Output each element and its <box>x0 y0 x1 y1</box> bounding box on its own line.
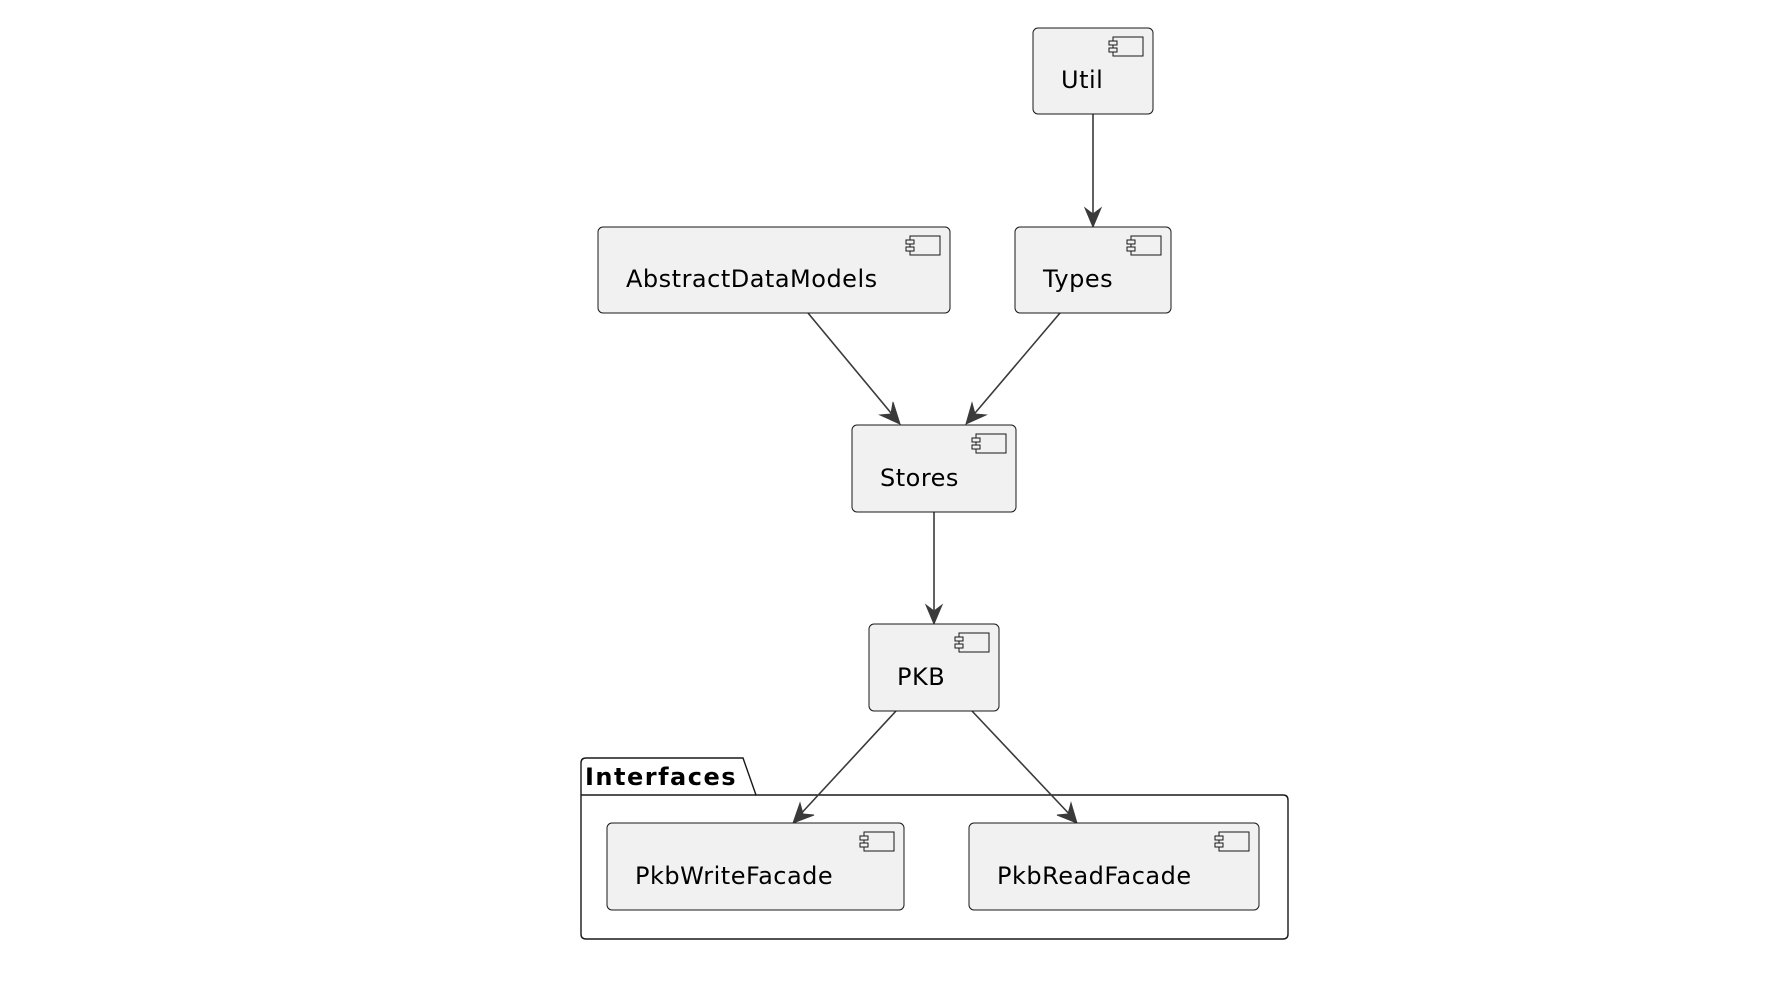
component-abstractdatamodels[interactable]: AbstractDataModels <box>597 226 951 314</box>
component-stores[interactable]: Stores <box>851 424 1017 513</box>
component-label: PkbWriteFacade <box>635 862 833 890</box>
component-label: Types <box>1042 265 1113 293</box>
component-label: PKB <box>897 663 945 691</box>
package-interfaces: Interfaces <box>580 757 1289 940</box>
edge-util-to-types <box>1083 114 1103 229</box>
component-icon <box>971 433 1007 454</box>
edges <box>792 114 1103 824</box>
component-label: Stores <box>880 464 959 492</box>
component-pkb[interactable]: PKB <box>868 623 1000 712</box>
component-icon <box>905 235 941 256</box>
edge-pkb-to-pkbwritefacade <box>792 710 897 824</box>
edge-pkb-to-pkbreadfacade <box>971 710 1078 824</box>
component-icon <box>859 831 895 852</box>
component-icon <box>1126 235 1162 256</box>
edge-abstractdatamodels-to-stores <box>807 312 901 425</box>
component-util[interactable]: Util <box>1032 27 1154 115</box>
component-label: AbstractDataModels <box>626 265 878 293</box>
package-label: Interfaces <box>585 763 737 791</box>
component-label: Util <box>1061 66 1103 94</box>
component-label: PkbReadFacade <box>997 862 1192 890</box>
component-types[interactable]: Types <box>1014 226 1172 314</box>
component-icon <box>954 632 990 653</box>
component-icon <box>1214 831 1250 852</box>
component-pkbreadfacade[interactable]: PkbReadFacade <box>968 822 1260 911</box>
component-icon <box>1108 36 1144 57</box>
component-pkbwritefacade[interactable]: PkbWriteFacade <box>606 822 905 911</box>
package-frame <box>580 757 1289 940</box>
edge-stores-to-pkb <box>924 512 944 626</box>
edge-types-to-stores <box>965 312 1061 425</box>
